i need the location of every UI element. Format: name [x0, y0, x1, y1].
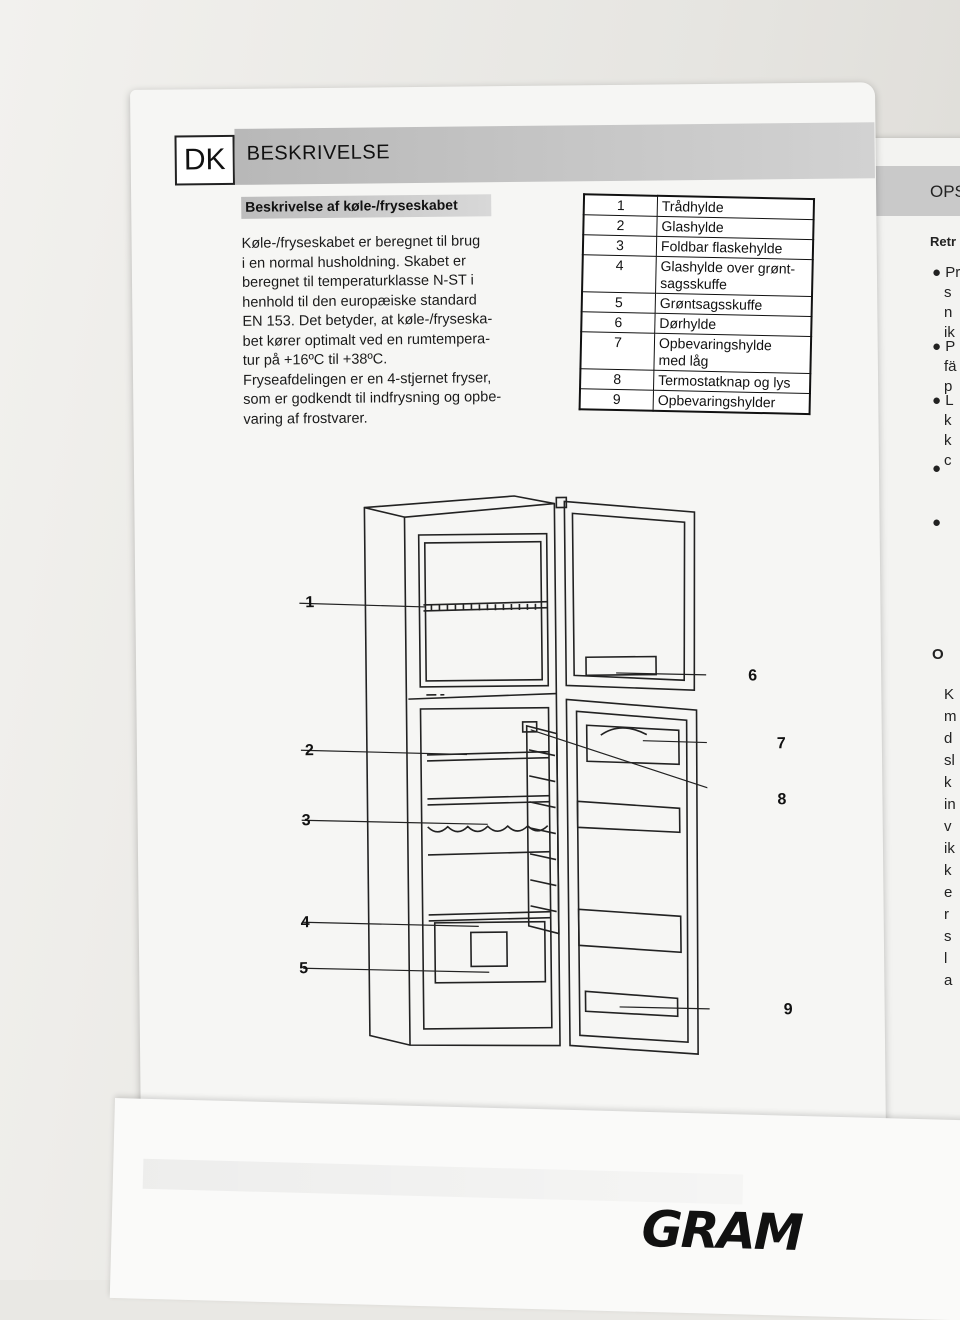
- brand-sheet: GRAM: [109, 1098, 960, 1320]
- right-page-line: k: [944, 432, 952, 449]
- right-page-line: ik: [944, 840, 955, 857]
- section-title: BESKRIVELSE: [246, 141, 391, 165]
- right-page-line: m: [944, 708, 957, 725]
- right-page-line: k: [944, 412, 952, 429]
- part-label: Opbevaringshylder: [653, 390, 810, 415]
- right-page-line: fä: [944, 358, 957, 375]
- part-number: 6: [581, 311, 656, 334]
- sheet-shadow: [142, 1158, 744, 1205]
- part-number: 8: [580, 368, 654, 391]
- right-page-line: c: [944, 452, 952, 469]
- callout-4: 4: [300, 914, 310, 932]
- description-paragraph: Køle-/fryseskabet er beregnet til brug i…: [242, 232, 544, 430]
- language-badge: DK: [174, 134, 235, 186]
- right-page-line: ● P: [932, 338, 956, 355]
- brand-logo: GRAM: [640, 1199, 803, 1263]
- right-page-line: sl: [944, 752, 955, 769]
- callout-1: 1: [305, 594, 315, 612]
- callout-6: 6: [748, 667, 758, 685]
- part-label: Glashylde over grønt- sagsskuffe: [655, 256, 813, 297]
- right-page-line: ●: [932, 460, 942, 477]
- paragraph-line: varing af frostvarer.: [243, 410, 368, 428]
- paragraph-line: som er godkendt til indfrysning og opbe-: [243, 389, 502, 408]
- right-page-line: d: [944, 730, 953, 747]
- right-page-line: e: [944, 884, 953, 901]
- callout-5: 5: [299, 960, 309, 978]
- callout-8: 8: [777, 791, 787, 809]
- fridge-diagram: [299, 495, 711, 1055]
- part-number: 3: [582, 234, 657, 257]
- part-number: 1: [583, 194, 658, 217]
- callout-9: 9: [783, 1001, 793, 1019]
- right-page-header-bar: [862, 166, 960, 216]
- part-number: 5: [581, 291, 656, 314]
- right-page-line: v: [944, 818, 952, 835]
- right-page-line: ●: [932, 514, 942, 531]
- right-page-subheading: Retr: [930, 234, 957, 249]
- right-page-line: k: [944, 774, 952, 791]
- right-page-line: ik: [944, 324, 955, 341]
- right-page-heading: OPS: [930, 182, 960, 201]
- section-header-bar: BESKRIVELSE: [234, 122, 875, 185]
- callout-7: 7: [776, 735, 786, 753]
- callout-3: 3: [301, 812, 311, 830]
- right-page-line: r: [944, 906, 949, 923]
- subtitle: Beskrivelse af køle-/fryseskabet: [245, 196, 458, 215]
- right-page-line: k: [944, 862, 952, 879]
- right-page-line: s: [944, 928, 952, 945]
- right-page-line: ● L: [932, 392, 954, 409]
- right-page-line: n: [944, 304, 953, 321]
- manual-page: DK BESKRIVELSE Beskrivelse af køle-/frys…: [130, 82, 887, 1150]
- part-number: 2: [583, 214, 658, 237]
- part-number: 7: [580, 331, 655, 371]
- part-label: Opbevaringshylde med låg: [653, 333, 812, 374]
- right-page-line: s: [944, 284, 952, 301]
- right-page-line: in: [944, 796, 956, 813]
- right-page-line: p: [944, 378, 953, 395]
- part-number: 9: [579, 388, 654, 411]
- part-number: 4: [582, 254, 657, 294]
- right-page-line: O: [932, 646, 944, 663]
- right-page-line: ● Pr: [932, 264, 960, 281]
- right-page-line: a: [944, 972, 953, 989]
- right-page-line: K: [944, 686, 955, 703]
- callout-2: 2: [304, 742, 314, 760]
- right-page-line: l: [944, 950, 948, 967]
